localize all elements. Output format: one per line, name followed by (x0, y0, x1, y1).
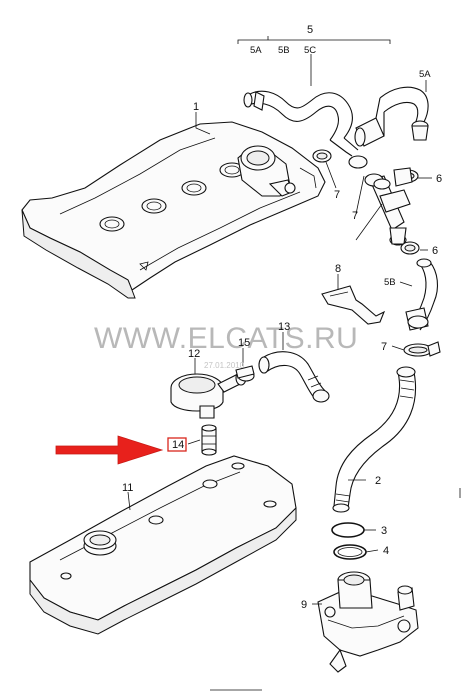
label-part-8: 8 (335, 263, 341, 275)
label-part-12: 12 (188, 348, 200, 360)
o-ring-3 (331, 522, 365, 538)
label-part-6-upper: 6 (436, 173, 442, 185)
label-part-13: 13 (278, 321, 290, 333)
label-part-7-middle: 7 (352, 210, 358, 222)
vent-hose-13 (258, 351, 330, 403)
label-part-14: 14 (172, 439, 184, 451)
hose-clamp-7-mid (403, 341, 441, 357)
cylinder-head-cover-11 (29, 455, 297, 635)
leader-lines (127, 36, 432, 605)
t-piece-connector-6 (364, 173, 420, 255)
label-part-5b-right: 5B (384, 277, 396, 288)
hose-clamp-15 (235, 365, 255, 382)
watermark-date: 27.01.2010 (204, 361, 245, 370)
label-part-15: 15 (238, 337, 250, 349)
label-part-9: 9 (301, 599, 307, 611)
label-part-5a-top: 5A (250, 45, 262, 56)
label-part-5a-right: 5A (419, 69, 431, 80)
label-part-6-lower: 6 (432, 245, 438, 257)
engine-cover-upper (21, 121, 326, 299)
mounting-bracket-8 (321, 285, 386, 325)
label-part-2: 2 (375, 475, 381, 487)
breather-hose-5b (405, 258, 439, 331)
seal-ring-4 (333, 544, 367, 560)
grommet-14 (201, 424, 217, 456)
label-part-1: 1 (193, 101, 199, 113)
label-part-7-lower: 7 (381, 341, 387, 353)
clamp-6-upper (348, 155, 419, 187)
label-part-4: 4 (383, 545, 389, 557)
label-part-5b-top: 5B (278, 45, 290, 56)
valve-housing-9 (317, 571, 419, 673)
pressure-regulating-valve-12 (170, 370, 247, 419)
watermark-text: WWW.ELCATS.RU (94, 322, 358, 355)
crankcase-vent-hose-2 (332, 366, 417, 513)
label-part-11: 11 (122, 482, 133, 494)
label-part-3: 3 (381, 525, 387, 537)
hose-clamp-7-top (312, 149, 332, 163)
label-part-7-upper: 7 (334, 189, 340, 201)
label-part-5: 5 (307, 24, 313, 36)
highlight-arrow (55, 435, 164, 465)
label-part-5c-top: 5C (304, 45, 316, 56)
breather-hose-assembly-5 (243, 86, 429, 157)
highlight-box-14 (167, 437, 187, 452)
